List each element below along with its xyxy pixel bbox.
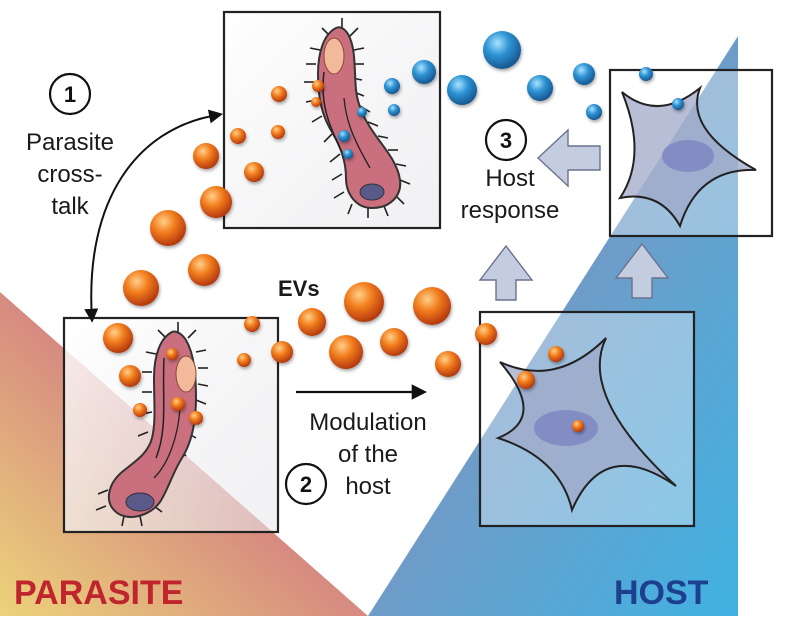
step1-text-line3: talk	[51, 193, 89, 220]
step2-text-line3: host	[345, 473, 391, 500]
blue-vesicle-icon	[447, 75, 477, 105]
orange-vesicle-icon	[475, 323, 497, 345]
orange-vesicle-icon	[237, 353, 251, 367]
orange-vesicle-icon	[271, 86, 287, 102]
blue-vesicles	[338, 31, 684, 159]
blue-vesicle-icon	[388, 104, 400, 116]
blue-vesicle-icon	[343, 149, 353, 159]
orange-vesicle-icon	[193, 143, 219, 169]
orange-vesicle-icon	[188, 254, 220, 286]
orange-vesicle-icon	[435, 351, 461, 377]
orange-vesicle-icon	[189, 411, 203, 425]
orange-vesicle-icon	[572, 420, 584, 432]
orange-vesicle-icon	[133, 403, 147, 417]
blue-vesicle-icon	[357, 107, 367, 117]
orange-vesicle-icon	[271, 125, 285, 139]
host-cell-icon	[495, 337, 677, 514]
step1-text-line2: cross-	[37, 161, 102, 188]
step1-text-line1: Parasite	[26, 129, 114, 156]
blue-vesicle-icon	[338, 130, 350, 142]
evs-label: EVs	[278, 276, 320, 301]
blue-vesicle-icon	[639, 67, 653, 81]
blue-vesicle-icon	[412, 60, 436, 84]
trypanosome-parasite-icon	[95, 322, 209, 527]
orange-vesicle-icon	[344, 282, 384, 322]
step3-number: 3	[500, 128, 512, 153]
step2-text-line2: of the	[338, 441, 398, 468]
orange-vesicle-icon	[329, 335, 363, 369]
orange-vesicle-icon	[103, 323, 133, 353]
parasite-title: PARASITE	[14, 574, 183, 612]
orange-vesicle-icon	[230, 128, 246, 144]
host-cell-icon	[617, 84, 757, 229]
orange-vesicle-icon	[166, 348, 178, 360]
orange-vesicle-icon	[244, 316, 260, 332]
step2-badge	[284, 462, 328, 506]
blue-vesicle-icon	[384, 78, 400, 94]
orange-vesicle-icon	[119, 365, 141, 387]
response-arrow	[478, 128, 670, 301]
crosstalk-arrow	[84, 109, 223, 323]
blue-vesicle-icon	[573, 63, 595, 85]
orange-vesicle-icon	[150, 210, 186, 246]
step3-badge	[484, 118, 528, 162]
orange-vesicle-icon	[312, 80, 324, 92]
step1-badge	[48, 72, 92, 116]
step2-number: 2	[300, 472, 312, 497]
blue-vesicle-icon	[527, 75, 553, 101]
blue-vesicle-icon	[483, 31, 521, 69]
host-title: HOST	[614, 574, 709, 612]
step3-text-line2: response	[461, 197, 560, 224]
trypanosome-parasite-icon	[304, 18, 411, 218]
orange-vesicle-icon	[244, 162, 264, 182]
orange-vesicle-icon	[517, 371, 535, 389]
orange-vesicle-icon	[298, 308, 326, 336]
orange-vesicle-icon	[171, 397, 185, 411]
orange-vesicle-icon	[123, 270, 159, 306]
orange-vesicle-icon	[311, 97, 321, 107]
orange-vesicle-icon	[413, 287, 451, 325]
orange-vesicle-icon	[200, 186, 232, 218]
step1-number: 1	[64, 82, 76, 107]
step3-text-line1: Host	[485, 165, 535, 192]
step2-text-line1: Modulation	[309, 409, 426, 436]
blue-vesicle-icon	[672, 98, 684, 110]
orange-vesicle-icon	[271, 341, 293, 363]
blue-vesicle-icon	[586, 104, 602, 120]
orange-vesicle-icon	[548, 346, 564, 362]
orange-vesicles	[103, 80, 584, 432]
orange-vesicle-icon	[380, 328, 408, 356]
